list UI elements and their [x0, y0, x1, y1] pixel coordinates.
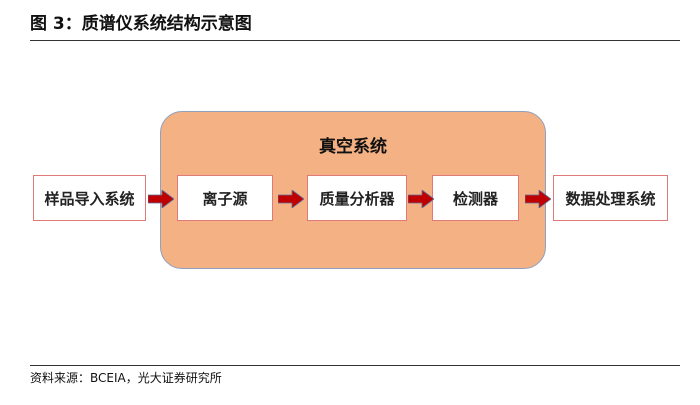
node-sample-intro: 样品导入系统: [33, 175, 146, 221]
node-mass-analyzer: 质量分析器: [307, 175, 407, 221]
footer-divider: [30, 365, 680, 366]
node-data-processing: 数据处理系统: [553, 175, 668, 221]
node-ion-source: 离子源: [177, 175, 273, 221]
vacuum-system-label: 真空系统: [319, 137, 387, 157]
arrow-icon: [408, 190, 434, 208]
node-detector: 检测器: [432, 175, 519, 221]
arrow-icon: [278, 190, 304, 208]
arrow-icon: [525, 190, 551, 208]
arrow-icon: [148, 190, 174, 208]
title-divider: [30, 40, 680, 41]
figure-title: 图 3：质谱仪系统结构示意图: [30, 14, 252, 34]
source-note: 资料来源：BCEIA，光大证券研究所: [30, 371, 222, 385]
